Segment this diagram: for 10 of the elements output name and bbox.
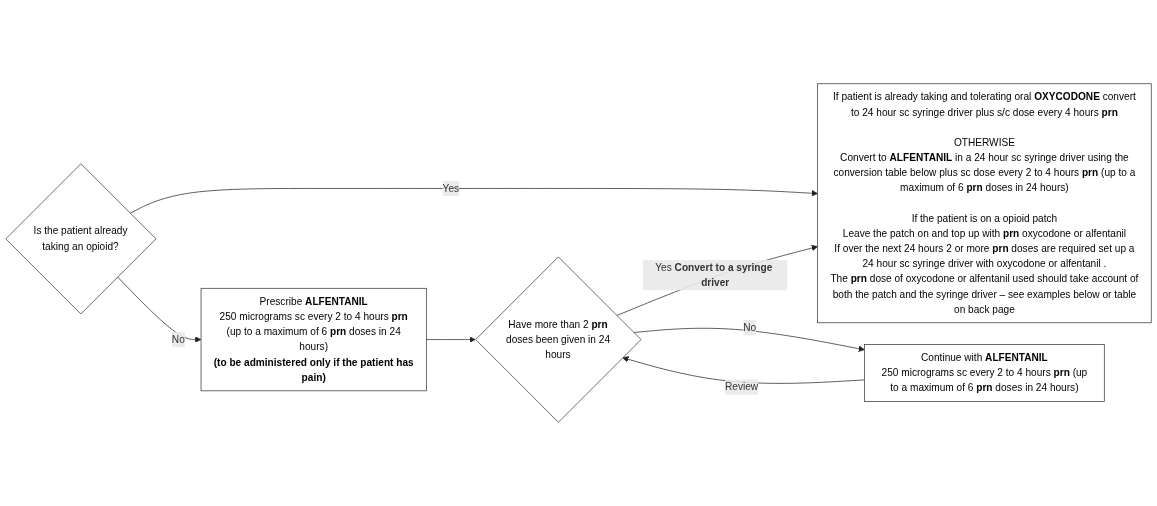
node-box: Prescribe ALFENTANIL 250 micrograms sc every 2 to 4 hours prn (up to a maximum of 6 prn doses in 24 hours) (to be administered only if the patient has pain): [200, 287, 427, 392]
node-box: If patient is already taking and tolerating oral OXYCODONE convert to 24 hour sc syringe driver plus s/c dose every 4 hours prn OTHERWISE Convert to ALFENTANIL in a 24 hour sc syringe driver using the conversion table below plus sc dose every 2 to 4 hours prn (up to a maximum of 6 prn doses in 24 hours) If the patient is on a opioid patch Leave the patch on and top up with prn oxycodone or alfentanil If over the next 24 hours 2 or more prn doses are required set up a 24 hour sc syringe driver with oxycodone or alfentanil . The prn dose of oxycodone or alfentanil used should take account of both the patch and the syringe driver – see examples below or table on back page: [817, 83, 1152, 324]
edge-label: Yes Convert to a syringe driver: [655, 261, 773, 289]
edge-label: Yes: [442, 182, 460, 194]
node-box: Continue with ALFENTANIL 250 micrograms sc every 2 to 4 hours prn (up to a maximum of 6 prn doses in 24 hours): [864, 344, 1105, 402]
edge-label: No: [171, 333, 185, 345]
edge-label: Review: [724, 380, 759, 393]
node-diamond: Is the patient already taking an opioid?: [5, 163, 157, 315]
node-diamond: Have more than 2 prn doses been given in 24 hours: [475, 256, 642, 423]
edge-label: No: [743, 321, 757, 334]
